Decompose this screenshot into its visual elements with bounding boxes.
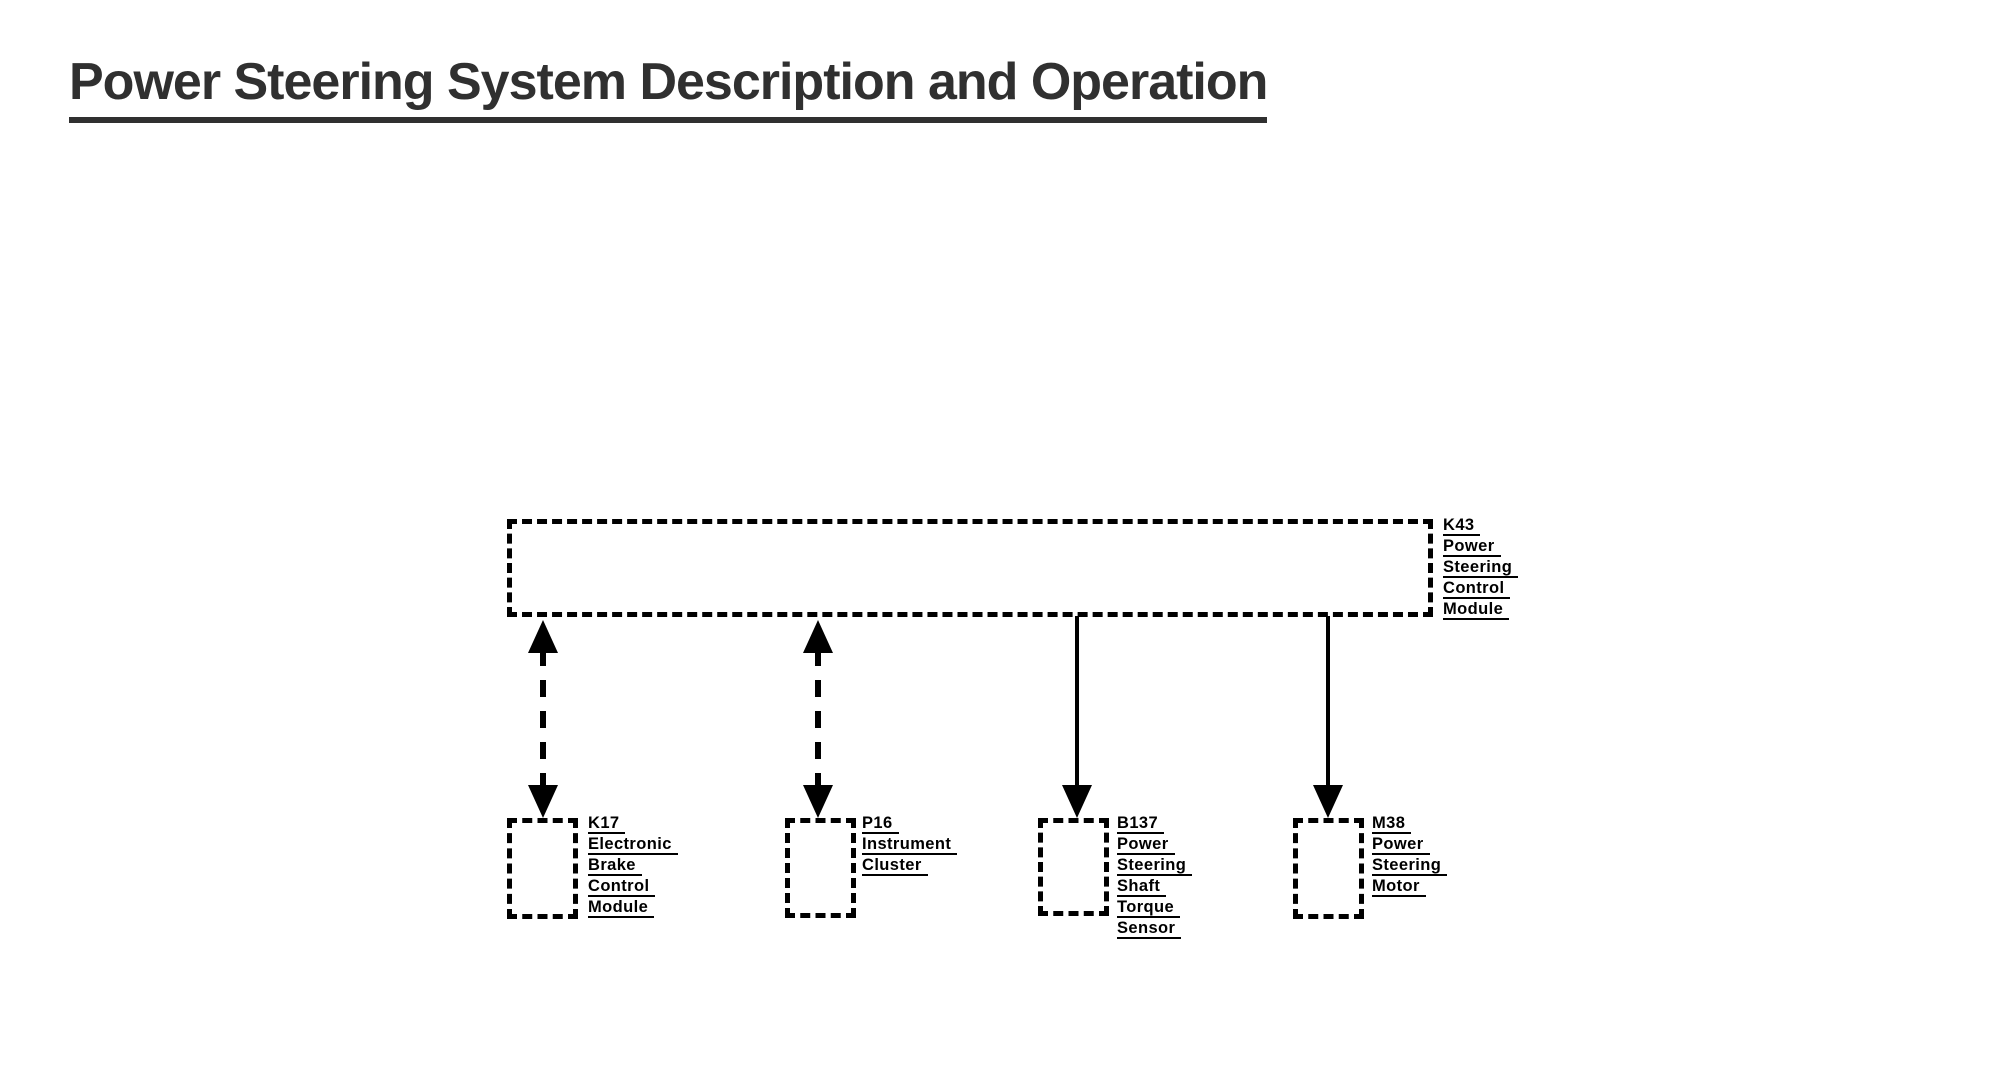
component-link-k43[interactable]: Module <box>1443 600 1510 620</box>
label-line: Motor <box>1372 877 1447 898</box>
component-link-b137[interactable]: Sensor <box>1117 919 1182 939</box>
label-line: Torque <box>1117 898 1192 919</box>
label-line: P16 <box>862 814 957 835</box>
node-box-k17-electronic-brake-control-module <box>507 818 578 919</box>
arrowhead-down-icon <box>803 785 833 818</box>
label-line: Control <box>1443 579 1518 600</box>
node-label-k17: K17 Electronic Brake Control Module <box>588 814 678 919</box>
label-line: Control <box>588 877 678 898</box>
component-link-b137[interactable]: Torque <box>1117 898 1181 918</box>
dashed-arrow-shaft <box>540 649 546 787</box>
label-line: K17 <box>588 814 678 835</box>
page-title: Power Steering System Description and Op… <box>69 52 1268 123</box>
node-label-m38: M38 Power Steering Motor <box>1372 814 1448 898</box>
solid-arrow-shaft <box>1075 616 1079 787</box>
component-link-p16[interactable]: Instrument <box>862 835 958 855</box>
component-link-m38[interactable]: M38 <box>1372 814 1412 834</box>
component-link-p16[interactable]: Cluster <box>862 856 928 876</box>
node-label-p16: P16 Instrument Cluster <box>862 814 958 877</box>
label-line: Sensor <box>1117 919 1192 940</box>
label-line: Module <box>588 898 678 919</box>
node-label-k43: K43 Power Steering Control Module <box>1443 516 1519 621</box>
connection-arrow-k43-b137-solid <box>1062 616 1092 818</box>
label-line: Power <box>1372 835 1447 856</box>
component-link-k17[interactable]: Module <box>588 898 655 918</box>
component-link-p16[interactable]: P16 <box>862 814 899 834</box>
label-line: B137 <box>1117 814 1192 835</box>
connection-arrow-k43-m38-solid <box>1313 616 1343 818</box>
node-box-m38-power-steering-motor <box>1293 818 1364 919</box>
node-box-k43-power-steering-control-module <box>507 519 1433 617</box>
node-label-b137: B137 Power Steering Shaft Torque Sensor <box>1117 814 1193 940</box>
component-link-k17[interactable]: K17 <box>588 814 626 834</box>
component-link-k43[interactable]: Control <box>1443 579 1511 599</box>
label-line: K43 <box>1443 516 1518 537</box>
component-link-b137[interactable]: B137 <box>1117 814 1165 834</box>
label-line: Steering <box>1117 856 1193 877</box>
connection-arrow-k43-k17-bidirectional-dashed <box>528 620 558 818</box>
component-link-k43[interactable]: K43 <box>1443 516 1481 536</box>
arrowhead-up-icon <box>528 620 558 653</box>
arrowhead-down-icon <box>1313 785 1343 818</box>
component-link-k17[interactable]: Brake <box>588 856 642 876</box>
label-line: Instrument <box>862 835 958 856</box>
dashed-arrow-shaft <box>815 649 821 787</box>
label-line: Electronic <box>588 835 678 856</box>
component-link-k17[interactable]: Control <box>588 877 656 897</box>
arrowhead-up-icon <box>803 620 833 653</box>
component-link-k43[interactable]: Steering <box>1443 558 1519 578</box>
solid-arrow-shaft <box>1326 616 1330 787</box>
node-box-b137-power-steering-shaft-torque-sensor <box>1038 818 1109 916</box>
label-line: Steering <box>1372 856 1448 877</box>
component-link-b137[interactable]: Shaft <box>1117 877 1167 897</box>
label-line: Cluster <box>862 856 957 877</box>
node-box-p16-instrument-cluster <box>785 818 856 918</box>
label-line: Module <box>1443 600 1518 621</box>
component-link-m38[interactable]: Steering <box>1372 856 1448 876</box>
component-link-b137[interactable]: Steering <box>1117 856 1193 876</box>
label-line: Steering <box>1443 558 1519 579</box>
label-line: Power <box>1117 835 1192 856</box>
component-link-m38[interactable]: Power <box>1372 835 1430 855</box>
label-line: Power <box>1443 537 1518 558</box>
component-link-k43[interactable]: Power <box>1443 537 1501 557</box>
label-line: Brake <box>588 856 678 877</box>
component-link-k17[interactable]: Electronic <box>588 835 678 855</box>
component-link-b137[interactable]: Power <box>1117 835 1175 855</box>
arrowhead-down-icon <box>528 785 558 818</box>
component-link-m38[interactable]: Motor <box>1372 877 1426 897</box>
label-line: M38 <box>1372 814 1447 835</box>
connection-arrow-k43-p16-bidirectional-dashed <box>803 620 833 818</box>
arrowhead-down-icon <box>1062 785 1092 818</box>
label-line: Shaft <box>1117 877 1192 898</box>
